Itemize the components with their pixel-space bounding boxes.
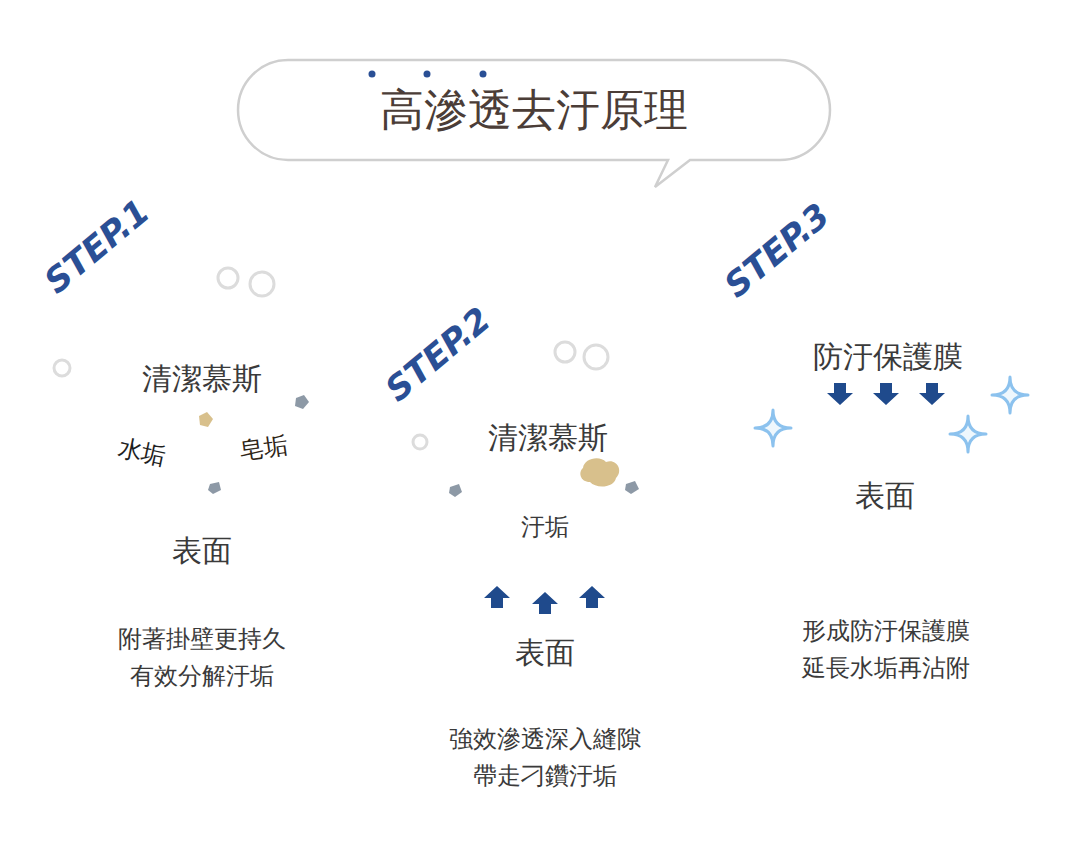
surface-gap [718, 410, 1058, 420]
title-holder: 高滲透去汙原理 [380, 84, 688, 137]
surface-hatch [718, 420, 1058, 575]
drawing-part [755, 410, 791, 446]
step-label: STEP.3 [715, 193, 838, 306]
drawing-part [584, 345, 608, 369]
drawing-part [950, 416, 986, 452]
drawing-part [199, 412, 213, 427]
node-label: 水垢 [115, 433, 168, 473]
step-label: STEP.2 [376, 297, 499, 410]
drawing-part [625, 481, 639, 494]
drawing-part [208, 482, 221, 494]
text-holder: 形成防汙保護膜 延長水垢再沾附 [786, 613, 986, 687]
step-caption: 強效滲透深入縫隙 帶走刁鑽汙垢 [435, 721, 655, 795]
blob-shape [461, 501, 639, 557]
drawing-part [369, 71, 376, 78]
drawing-part [484, 586, 510, 608]
mousse-drop: 汙垢清潔慕斯 [425, 355, 665, 560]
step-caption: 附著掛壁更持久 有效分解汙垢 [102, 621, 302, 695]
text-holder: STEP.3 [715, 228, 839, 272]
text-holder: 表面 [515, 633, 575, 672]
dirt-blob: 皂垢 [210, 407, 320, 489]
step-panel: 汙垢清潔慕斯STEP.2表面強效滲透深入縫隙 帶走刁鑽汙垢 [380, 330, 710, 700]
blob-shape [217, 411, 317, 485]
drawing-part [250, 272, 274, 296]
drawing-part [413, 435, 427, 449]
surface-line [718, 418, 1058, 423]
text-holder: 表面 [855, 476, 915, 515]
text-holder: 汙垢 [521, 512, 569, 543]
step-panel: STEP.3防汙保護膜表面形成防汙保護膜 延長水垢再沾附 [723, 225, 1053, 570]
drawing-part [919, 383, 945, 405]
text-holder: STEP.1 [35, 224, 159, 268]
sparkles [755, 377, 1028, 452]
mousse-drop: 水垢 皂垢 清潔慕斯 [70, 272, 335, 495]
node-label: 清潔慕斯 [142, 359, 262, 398]
drawing-part [580, 458, 619, 486]
drawing-part [579, 586, 605, 608]
text-holder: 皂垢 [240, 433, 288, 464]
node-label: 皂垢 [238, 430, 290, 468]
surface-line [32, 430, 372, 500]
text-holder: STEP.2 [376, 332, 500, 376]
node-label: 表面 [855, 476, 915, 515]
text-holder: 清潔慕斯 [142, 359, 262, 398]
dirt-particles [199, 395, 639, 497]
drawing-part [449, 484, 462, 497]
node-label: 防汙保護膜 [813, 337, 963, 376]
dirt-blob: 水垢 [92, 415, 192, 490]
step-panel: 水垢皂垢清潔慕斯STEP.1表面附著掛壁更持久 有效分解汙垢 [37, 225, 367, 600]
node-label: 表面 [172, 531, 232, 570]
drawing-part [238, 60, 830, 187]
diagram-title: 高滲透去汙原理 [380, 84, 688, 137]
step-label: STEP.1 [35, 189, 158, 302]
drawing-part [992, 377, 1028, 413]
surface-hatch [32, 430, 372, 605]
blob-shape [98, 421, 189, 486]
push-arrows [484, 383, 945, 614]
drawing-part [480, 71, 487, 78]
drawing-part [827, 383, 853, 405]
text-holder: 附著掛壁更持久 有效分解汙垢 [102, 621, 302, 695]
text-holder: 防汙保護膜 [813, 337, 963, 376]
dirt-blob: 汙垢 [450, 496, 645, 560]
blob-shape [78, 276, 322, 489]
node-label: 汙垢 [521, 512, 569, 543]
drawing-part [555, 342, 575, 362]
node-label: 表面 [515, 633, 575, 672]
step-caption: 形成防汙保護膜 延長水垢再沾附 [786, 613, 986, 687]
drawing-part [532, 592, 558, 614]
drawing-part [295, 395, 309, 409]
drawing-part [54, 360, 70, 376]
text-holder: 強效滲透深入縫隙 帶走刁鑽汙垢 [435, 721, 655, 795]
surface-line [375, 535, 715, 580]
text-holder: 清潔慕斯 [488, 418, 608, 457]
text-holder: 水垢 [118, 437, 166, 468]
text-holder: 表面 [172, 531, 232, 570]
blob-shape [432, 359, 653, 555]
title-bubble [238, 60, 830, 187]
drawing-part [873, 383, 899, 405]
drawing-part [424, 71, 431, 78]
node-label: 清潔慕斯 [488, 418, 608, 457]
surface-hatch [375, 535, 715, 705]
surface-gap [32, 425, 372, 495]
drawing-part [218, 268, 238, 288]
